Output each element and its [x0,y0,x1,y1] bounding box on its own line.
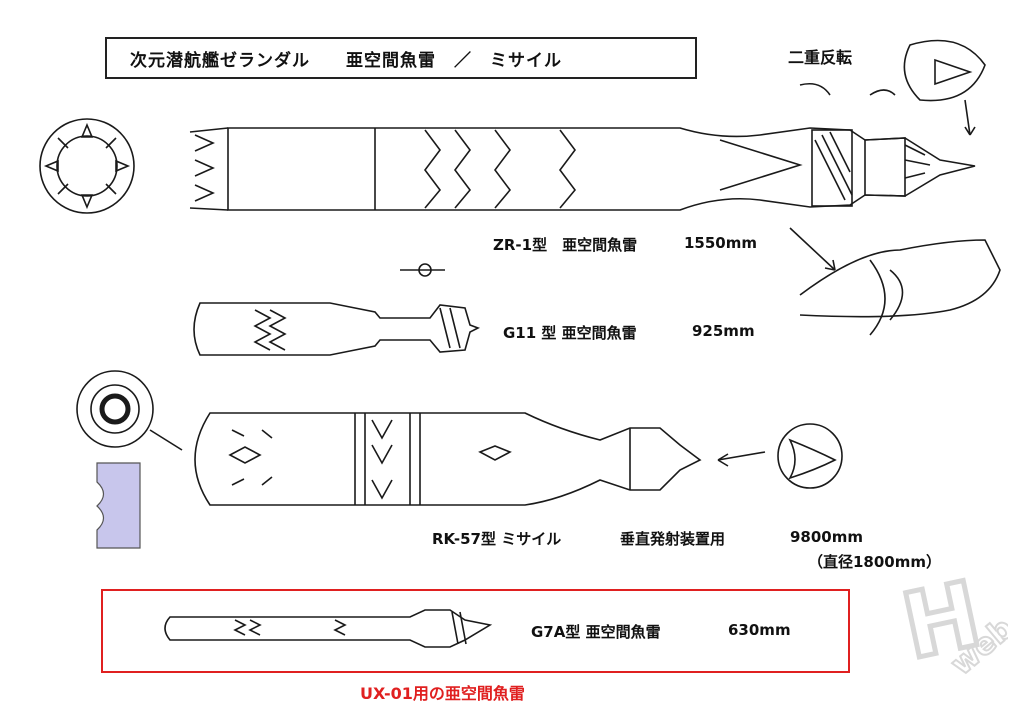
zr1-length: 1550mm [684,234,758,252]
rk57-missile-drawing [194,412,702,506]
zr1-torpedo-drawing [189,127,976,211]
g7a-name: G7A型 亜空間魚雷 [531,623,661,641]
red-caption: UX-01用の亜空間魚雷 [360,684,525,703]
g7a-highlight-box [101,589,850,673]
arrow-left-drawing [717,451,766,467]
rk57-nose-detail-drawing [777,423,843,489]
zr1-front-view-drawing [39,118,135,214]
counter-rotation-sketch [789,39,1001,336]
g11-torpedo-drawing [193,263,480,356]
rk57-diameter: （直径1800mm） [808,553,942,571]
rk57-front-view-drawing [76,370,183,451]
rk57-name: RK-57型 ミサイル [432,530,562,548]
hjweb-watermark-logo: H web [898,559,1008,683]
counter-rotation-note: 二重反転 [788,48,853,67]
g11-name: G11 型 亜空間魚雷 [503,324,637,342]
zr1-name: ZR-1型 亜空間魚雷 [493,236,638,254]
g7a-torpedo-drawing [164,609,493,648]
page-title: 次元潜航艦ゼランダル 亜空間魚雷 ／ ミサイル [130,51,562,71]
title-box [105,37,697,79]
g7a-length: 630mm [728,621,791,639]
rk57-length: 9800mm [790,528,864,546]
rk57-purpose: 垂直発射装置用 [620,530,726,548]
lavender-block-drawing [96,462,141,549]
g11-length: 925mm [692,322,755,340]
